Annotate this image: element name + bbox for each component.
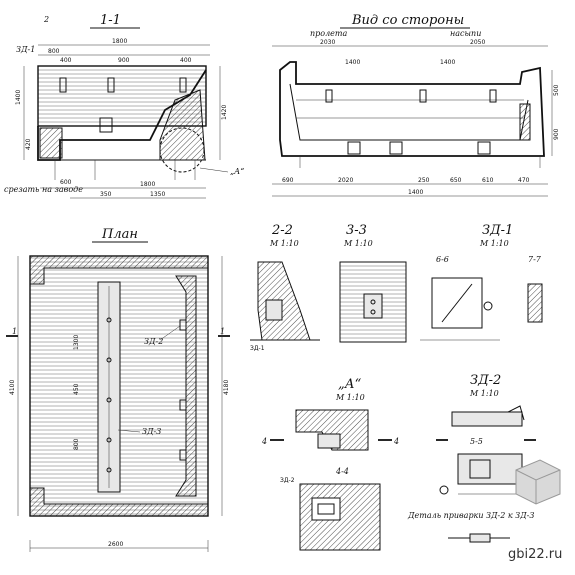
dim-1800-bottom: 1800 xyxy=(140,181,155,188)
label-embankment: насыпи xyxy=(450,29,481,38)
dim-470: 470 xyxy=(518,177,530,184)
dim-1350: 1350 xyxy=(150,191,165,198)
mark-4-left: 4 xyxy=(261,437,267,446)
title-5-5: 5-5 xyxy=(470,437,483,446)
scale-3-3: М 1:10 xyxy=(343,239,373,248)
dim-1400-inner-a: 1400 xyxy=(345,59,360,66)
scale-2-2: М 1:10 xyxy=(269,239,299,248)
dim-1420-right: 1420 xyxy=(221,105,228,120)
mark-detail-a: „А“ xyxy=(230,167,244,176)
mark-section-1-right: 1 xyxy=(220,327,225,336)
scale-detail-a: М 1:10 xyxy=(335,393,365,402)
plan-view: План 1300 450 800 ЗД-2 ЗД-3 1 1 4100 418… xyxy=(6,227,230,552)
dim-250: 250 xyxy=(418,177,430,184)
mark-zd1: ЗД-1 xyxy=(16,45,35,54)
title-6-6: 6-6 xyxy=(436,255,449,264)
dim-4180: 4180 xyxy=(223,380,230,395)
watermark-text: gbi22.ru xyxy=(508,547,562,562)
dim-400a: 400 xyxy=(60,57,72,64)
label-span: пролета xyxy=(310,29,348,38)
dim-1300: 1300 xyxy=(73,335,80,350)
mark-zd3: ЗД-3 xyxy=(142,427,161,436)
mark-section-1-left: 1 xyxy=(12,327,17,336)
dim-1400-inner-b: 1400 xyxy=(440,59,455,66)
title-detail-a: „А“ xyxy=(338,377,362,392)
dim-350: 350 xyxy=(100,191,112,198)
dim-420-left: 420 xyxy=(25,138,32,150)
section-2-2: 2-2 М 1:10 ЗД-1 xyxy=(250,223,320,352)
dim-2020: 2020 xyxy=(338,177,353,184)
dim-900: 900 xyxy=(118,57,130,64)
detail-a: „А“ М 1:10 4 4 xyxy=(261,377,399,451)
title-zd1: ЗД-1 xyxy=(482,223,513,238)
watermark: gbi22.ru xyxy=(508,459,562,562)
section-1-1: 1-1 2 ЗД-1 1800 800 400 900 400 1400 420 xyxy=(4,13,244,199)
title-4-4: 4-4 xyxy=(335,467,349,476)
note-cut-at-factory: срезать на заводе xyxy=(4,185,83,194)
note-weld-detail: Деталь приварки ЗД-2 к ЗД-3 xyxy=(407,511,534,520)
dim-600: 600 xyxy=(60,179,72,186)
dim-610: 610 xyxy=(482,177,494,184)
dim-800: 800 xyxy=(73,438,80,450)
scale-zd1: М 1:10 xyxy=(479,239,509,248)
title-section-3-3: 3-3 xyxy=(346,223,367,238)
dim-450: 450 xyxy=(73,383,80,395)
zd2-mark-4-4: ЗД-2 xyxy=(280,477,295,484)
title-section-1-1: 1-1 xyxy=(100,13,121,28)
dim-2050: 2050 xyxy=(470,39,485,46)
mark-zd2: ЗД-2 xyxy=(144,337,163,346)
dim-900: 900 xyxy=(553,128,560,140)
dim-2600: 2600 xyxy=(108,541,123,548)
dim-650: 650 xyxy=(450,177,462,184)
part-zd2: ЗД-2 М 1:10 5-5 xyxy=(436,373,536,495)
section-4-4: 4-4 ЗД-2 xyxy=(280,467,381,551)
dim-2030: 2030 xyxy=(320,39,335,46)
title-plan: План xyxy=(101,227,138,242)
dim-4100: 4100 xyxy=(9,380,16,395)
dim-1400-bottom: 1400 xyxy=(408,189,423,196)
dim-400b: 400 xyxy=(180,57,192,64)
side-view: Вид со стороны пролета насыпи 2030 2050 … xyxy=(272,13,560,197)
section-3-3: 3-3 М 1:10 xyxy=(339,223,407,343)
dim-500: 500 xyxy=(553,84,560,96)
zd1-mark-2-2: ЗД-1 xyxy=(250,345,265,352)
dim-1400-left: 1400 xyxy=(15,90,22,105)
weld-detail: Деталь приварки ЗД-2 к ЗД-3 xyxy=(407,511,534,543)
mark-4-right: 4 xyxy=(393,437,399,446)
dim-800: 800 xyxy=(48,48,60,55)
scale-zd2: М 1:10 xyxy=(469,389,499,398)
title-side-view: Вид со стороны xyxy=(351,13,464,28)
logo-cube-icon xyxy=(515,459,561,505)
dim-690: 690 xyxy=(282,177,294,184)
title-7-7: 7-7 xyxy=(528,255,542,264)
part-zd1: ЗД-1 М 1:10 6-6 7-7 xyxy=(420,223,543,341)
title-section-2-2: 2-2 xyxy=(271,223,293,238)
dim-1800-top: 1800 xyxy=(112,38,127,45)
title-zd2: ЗД-2 xyxy=(470,373,501,388)
mark-2: 2 xyxy=(43,15,49,24)
